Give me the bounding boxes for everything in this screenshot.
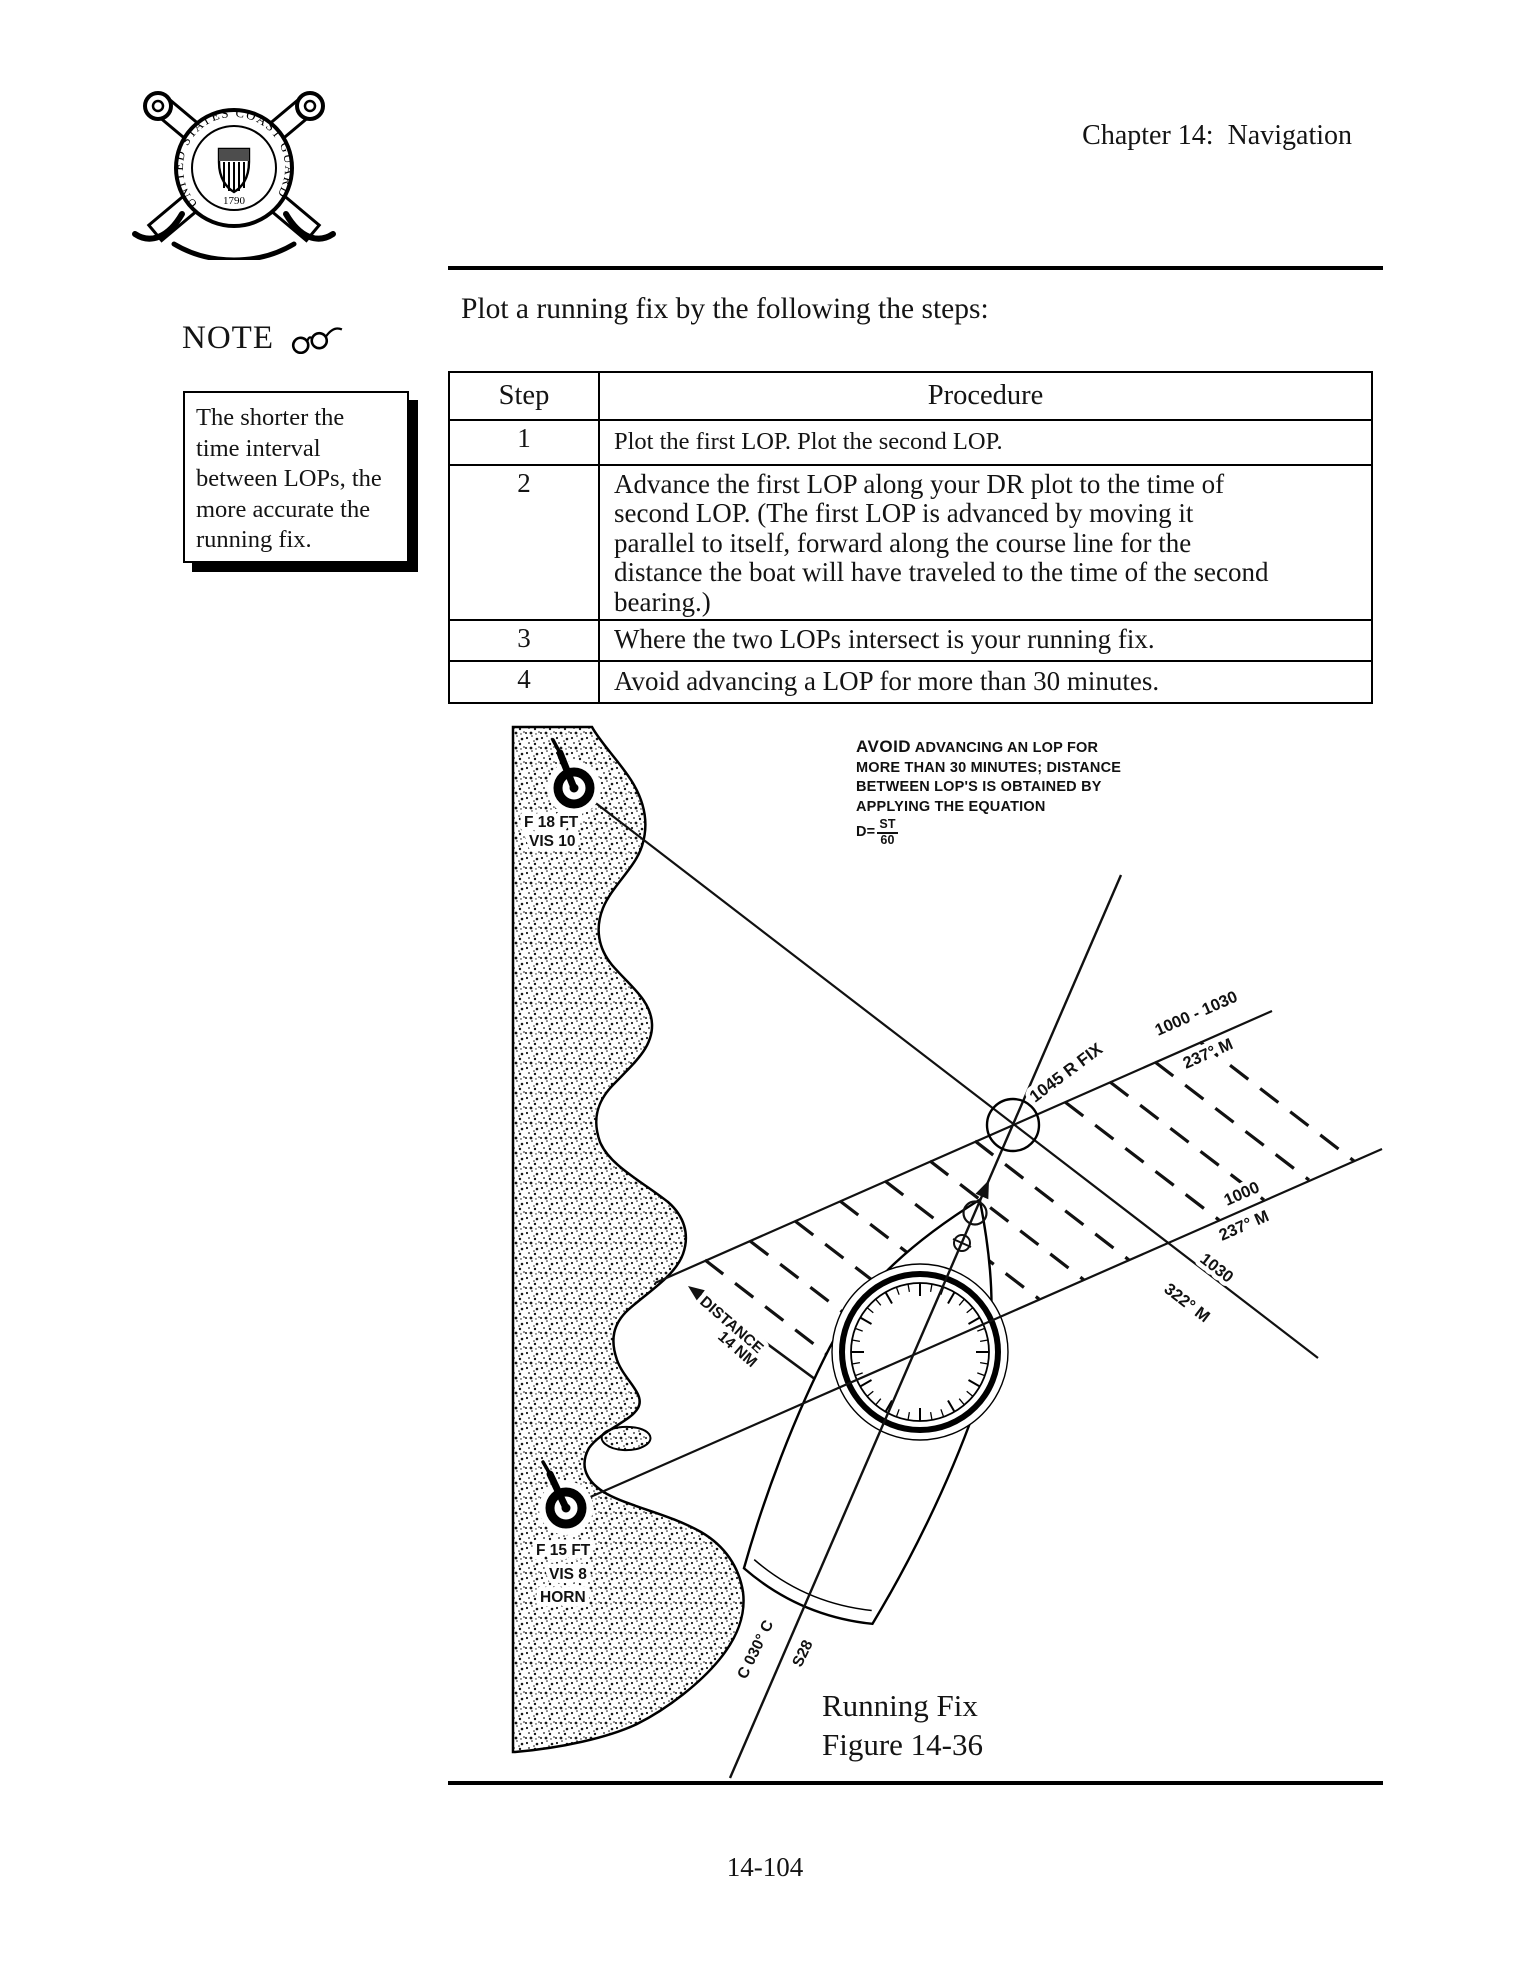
- light2-label-line2: VIS 8: [549, 1566, 587, 1583]
- small-island: [600, 1425, 652, 1452]
- light2-label-line1: F 15 FT: [536, 1542, 591, 1559]
- avoid-line-2: MORE THAN 30 MINUTES; DISTANCE: [856, 759, 1122, 776]
- advanced-lop-line: [654, 1009, 1273, 1285]
- light2-label-line3: HORN: [540, 1589, 586, 1606]
- table-header-row: Step Procedure: [448, 371, 1373, 421]
- running-fix-label: 1045 R FIX: [1026, 1039, 1107, 1106]
- step-number: 1: [448, 419, 600, 466]
- steps-table: Step Procedure 1 Plot the first LOP. Plo…: [448, 371, 1373, 705]
- dr-position-circle: [962, 1200, 988, 1226]
- procedure-text: Advance the first LOP along your DR plot…: [598, 463, 1373, 622]
- intro-text: Plot a running fix by the following the …: [461, 293, 989, 325]
- reading-glasses-icon: [291, 326, 343, 354]
- lop2-bearing-label: 322° M: [1161, 1280, 1214, 1326]
- figure-caption-title: Running Fix: [822, 1688, 978, 1723]
- lop-1000-line: [587, 1147, 1383, 1500]
- avoid-line-4: APPLYING THE EQUATION: [856, 798, 1046, 815]
- advanced-lop-bearing-label: 237° M: [1180, 1035, 1235, 1073]
- equation-fraction: ST 60: [877, 817, 898, 847]
- equation-denominator: 60: [880, 832, 895, 847]
- course-label: C 030° C: [734, 1618, 777, 1682]
- column-header-procedure: Procedure: [598, 371, 1373, 421]
- speed-label: S28: [789, 1637, 817, 1670]
- light1-label-line1: F 18 FT: [524, 814, 579, 831]
- lighthouse-symbol: [547, 738, 601, 815]
- course-line: [728, 874, 1123, 1779]
- step-number: 2: [448, 463, 600, 622]
- logo-shield: [217, 147, 251, 194]
- figure-avoid-note: AVOID ADVANCING AN LOP FOR MORE THAN 30 …: [856, 737, 1166, 847]
- procedure-text: Plot the first LOP. Plot the second LOP.: [598, 419, 1373, 466]
- equation-numerator: ST: [877, 817, 898, 834]
- note-box: The shorter the time interval between LO…: [183, 391, 409, 563]
- table-row: 4 Avoid advancing a LOP for more than 30…: [448, 660, 1373, 705]
- note-heading: NOTE: [182, 320, 346, 357]
- avoid-equation: D= ST 60: [856, 817, 1166, 847]
- lop-1030-line: [592, 800, 1319, 1359]
- logo-year: 1790: [223, 195, 246, 207]
- light1-label-line2: VIS 10: [529, 833, 576, 850]
- page-number: 14-104: [726, 1852, 804, 1882]
- note-body: The shorter the time interval between LO…: [196, 404, 382, 553]
- running-fix-circle: [985, 1097, 1041, 1153]
- table-row: 1 Plot the first LOP. Plot the second LO…: [448, 419, 1373, 466]
- course-arrowhead: [975, 1180, 989, 1200]
- top-rule: [448, 266, 1383, 270]
- step-number: 3: [448, 619, 600, 663]
- procedure-text: Where the two LOPs intersect is your run…: [598, 619, 1373, 663]
- coast-guard-logo-icon: UNITED STATES COAST GUARD 1790: [132, 91, 336, 260]
- lighthouse-symbol: [539, 1460, 593, 1535]
- compass-ticks: [851, 1283, 989, 1421]
- bottom-rule: [448, 1781, 1383, 1785]
- chapter-header: Chapter 14: Navigation: [1082, 120, 1352, 151]
- dr-fix-symbol: [952, 1234, 972, 1252]
- avoid-lead: AVOID: [856, 737, 912, 756]
- avoid-line-1: AVOID ADVANCING AN LOP FOR: [856, 737, 1099, 756]
- anchor-flukes: [132, 211, 336, 260]
- note-heading-label: NOTE: [182, 320, 274, 356]
- lop1-bearing-label: 237° M: [1216, 1207, 1271, 1245]
- figure-caption: Running Fix Figure 14-36: [822, 1686, 983, 1764]
- column-header-step: Step: [448, 371, 600, 421]
- table-row: 3 Where the two LOPs intersect is your r…: [448, 619, 1373, 663]
- avoid-line-3: BETWEEN LOP'S IS OBTAINED BY: [856, 779, 1102, 795]
- anchor-rings: [143, 91, 325, 121]
- step-number: 4: [448, 660, 600, 705]
- figure-caption-number: Figure 14-36: [822, 1727, 984, 1762]
- procedure-text: Avoid advancing a LOP for more than 30 m…: [598, 660, 1373, 705]
- equation-lhs: D=: [856, 823, 876, 840]
- table-row: 2 Advance the first LOP along your DR pl…: [448, 463, 1373, 622]
